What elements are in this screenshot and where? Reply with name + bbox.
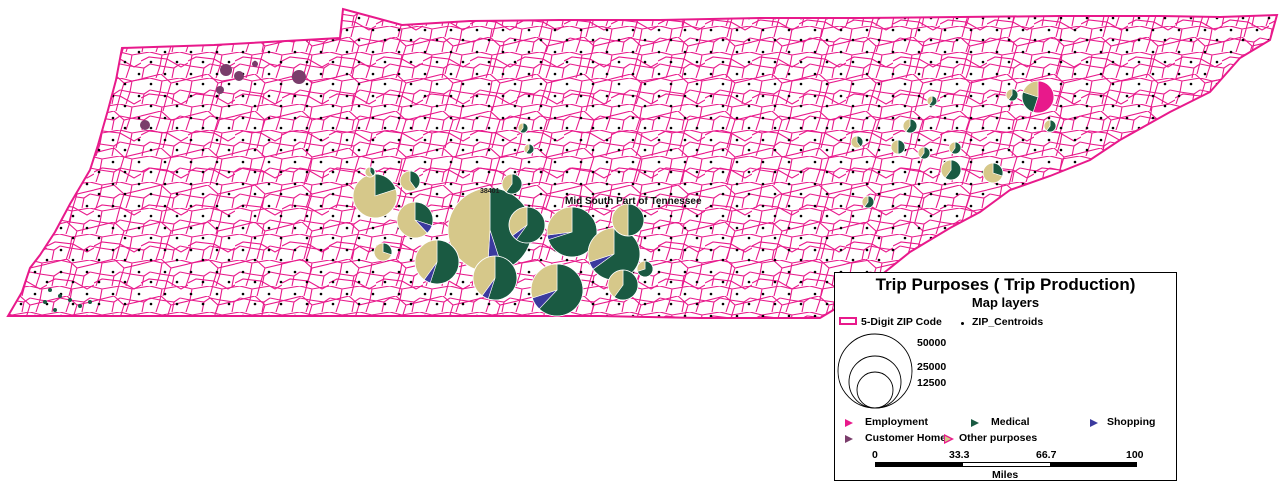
region-label: Mid South Part of Tennessee	[565, 196, 702, 207]
centroid-swatch	[961, 322, 964, 325]
scale-tick-0: 0	[872, 449, 878, 461]
pie-i	[611, 203, 645, 237]
other-purposes-icon	[944, 434, 954, 444]
pie-ne9	[948, 141, 962, 155]
employment-icon	[845, 419, 853, 427]
pie-ne1	[1021, 80, 1055, 114]
pie-ch3	[364, 166, 376, 178]
centroids-label: ZIP_Centroids	[972, 316, 1044, 328]
shopping-icon	[1090, 419, 1098, 427]
pie-ne3	[902, 118, 918, 134]
customer-home-dot-1	[292, 70, 306, 84]
pie-e	[508, 206, 546, 244]
zip-code-swatch	[839, 317, 857, 325]
customer-home-dot-0	[220, 64, 232, 76]
pie-ne12	[917, 146, 931, 160]
customer-home-dot-2	[234, 71, 244, 81]
zip-label: 38401	[480, 188, 500, 195]
pie-ne2	[1043, 119, 1057, 133]
size-value-large: 50000	[917, 337, 947, 349]
pie-ne4	[940, 159, 962, 181]
zip-code-polygons	[8, 9, 1277, 318]
pie-g	[530, 263, 584, 317]
size-value-medium: 25000	[917, 361, 947, 373]
scale-tick-67: 66.7	[1036, 449, 1057, 461]
state-boundary	[6, 7, 1279, 319]
shopping-label: Shopping	[1107, 416, 1156, 428]
memphis-cluster	[43, 288, 92, 312]
pie-ne11	[926, 95, 938, 107]
customer-home-dot-5	[252, 61, 258, 67]
pie-j	[607, 269, 639, 301]
trip-pies-layer	[352, 80, 1057, 317]
size-value-small: 12500	[917, 377, 947, 389]
customer-home-icon	[845, 435, 853, 443]
employment-label: Employment	[865, 416, 929, 428]
pie-k	[399, 170, 421, 192]
pie-ne7	[850, 135, 864, 149]
other-purposes-label: Other purposes	[959, 432, 1038, 444]
pie-a	[352, 173, 398, 219]
scale-tick-33: 33.3	[949, 449, 970, 461]
legend-panel: Trip Purposes ( Trip Production) Map lay…	[834, 272, 1177, 481]
legend-title: Trip Purposes ( Trip Production)	[875, 275, 1136, 294]
scale-bar	[875, 462, 1137, 467]
medical-label: Medical	[991, 416, 1030, 428]
scale-tick-100: 100	[1126, 449, 1144, 461]
size-legend	[835, 273, 1178, 482]
pie-ch2	[517, 122, 529, 134]
customer-home-dot-4	[216, 86, 224, 94]
pie-l	[373, 242, 393, 262]
pie-ch1	[523, 143, 535, 155]
pie-b	[396, 201, 434, 239]
scale-unit: Miles	[992, 469, 1019, 481]
pie-h	[587, 227, 641, 281]
zip-code-label: 5-Digit ZIP Code	[861, 316, 942, 328]
pie-c	[414, 239, 460, 285]
medical-icon	[971, 419, 979, 427]
customer-home-dots-layer	[140, 61, 306, 130]
customer-home-label: Customer Home	[865, 432, 947, 444]
pie-n	[636, 260, 654, 278]
pie-ne8	[861, 195, 875, 209]
pie-d	[472, 255, 518, 301]
pie-ne5	[982, 162, 1004, 184]
pie-m	[501, 173, 523, 195]
pie-ne6	[890, 139, 906, 155]
pie-ne10	[1005, 88, 1019, 102]
legend-subtitle: Map layers	[971, 295, 1040, 310]
customer-home-dot-3	[140, 120, 150, 130]
